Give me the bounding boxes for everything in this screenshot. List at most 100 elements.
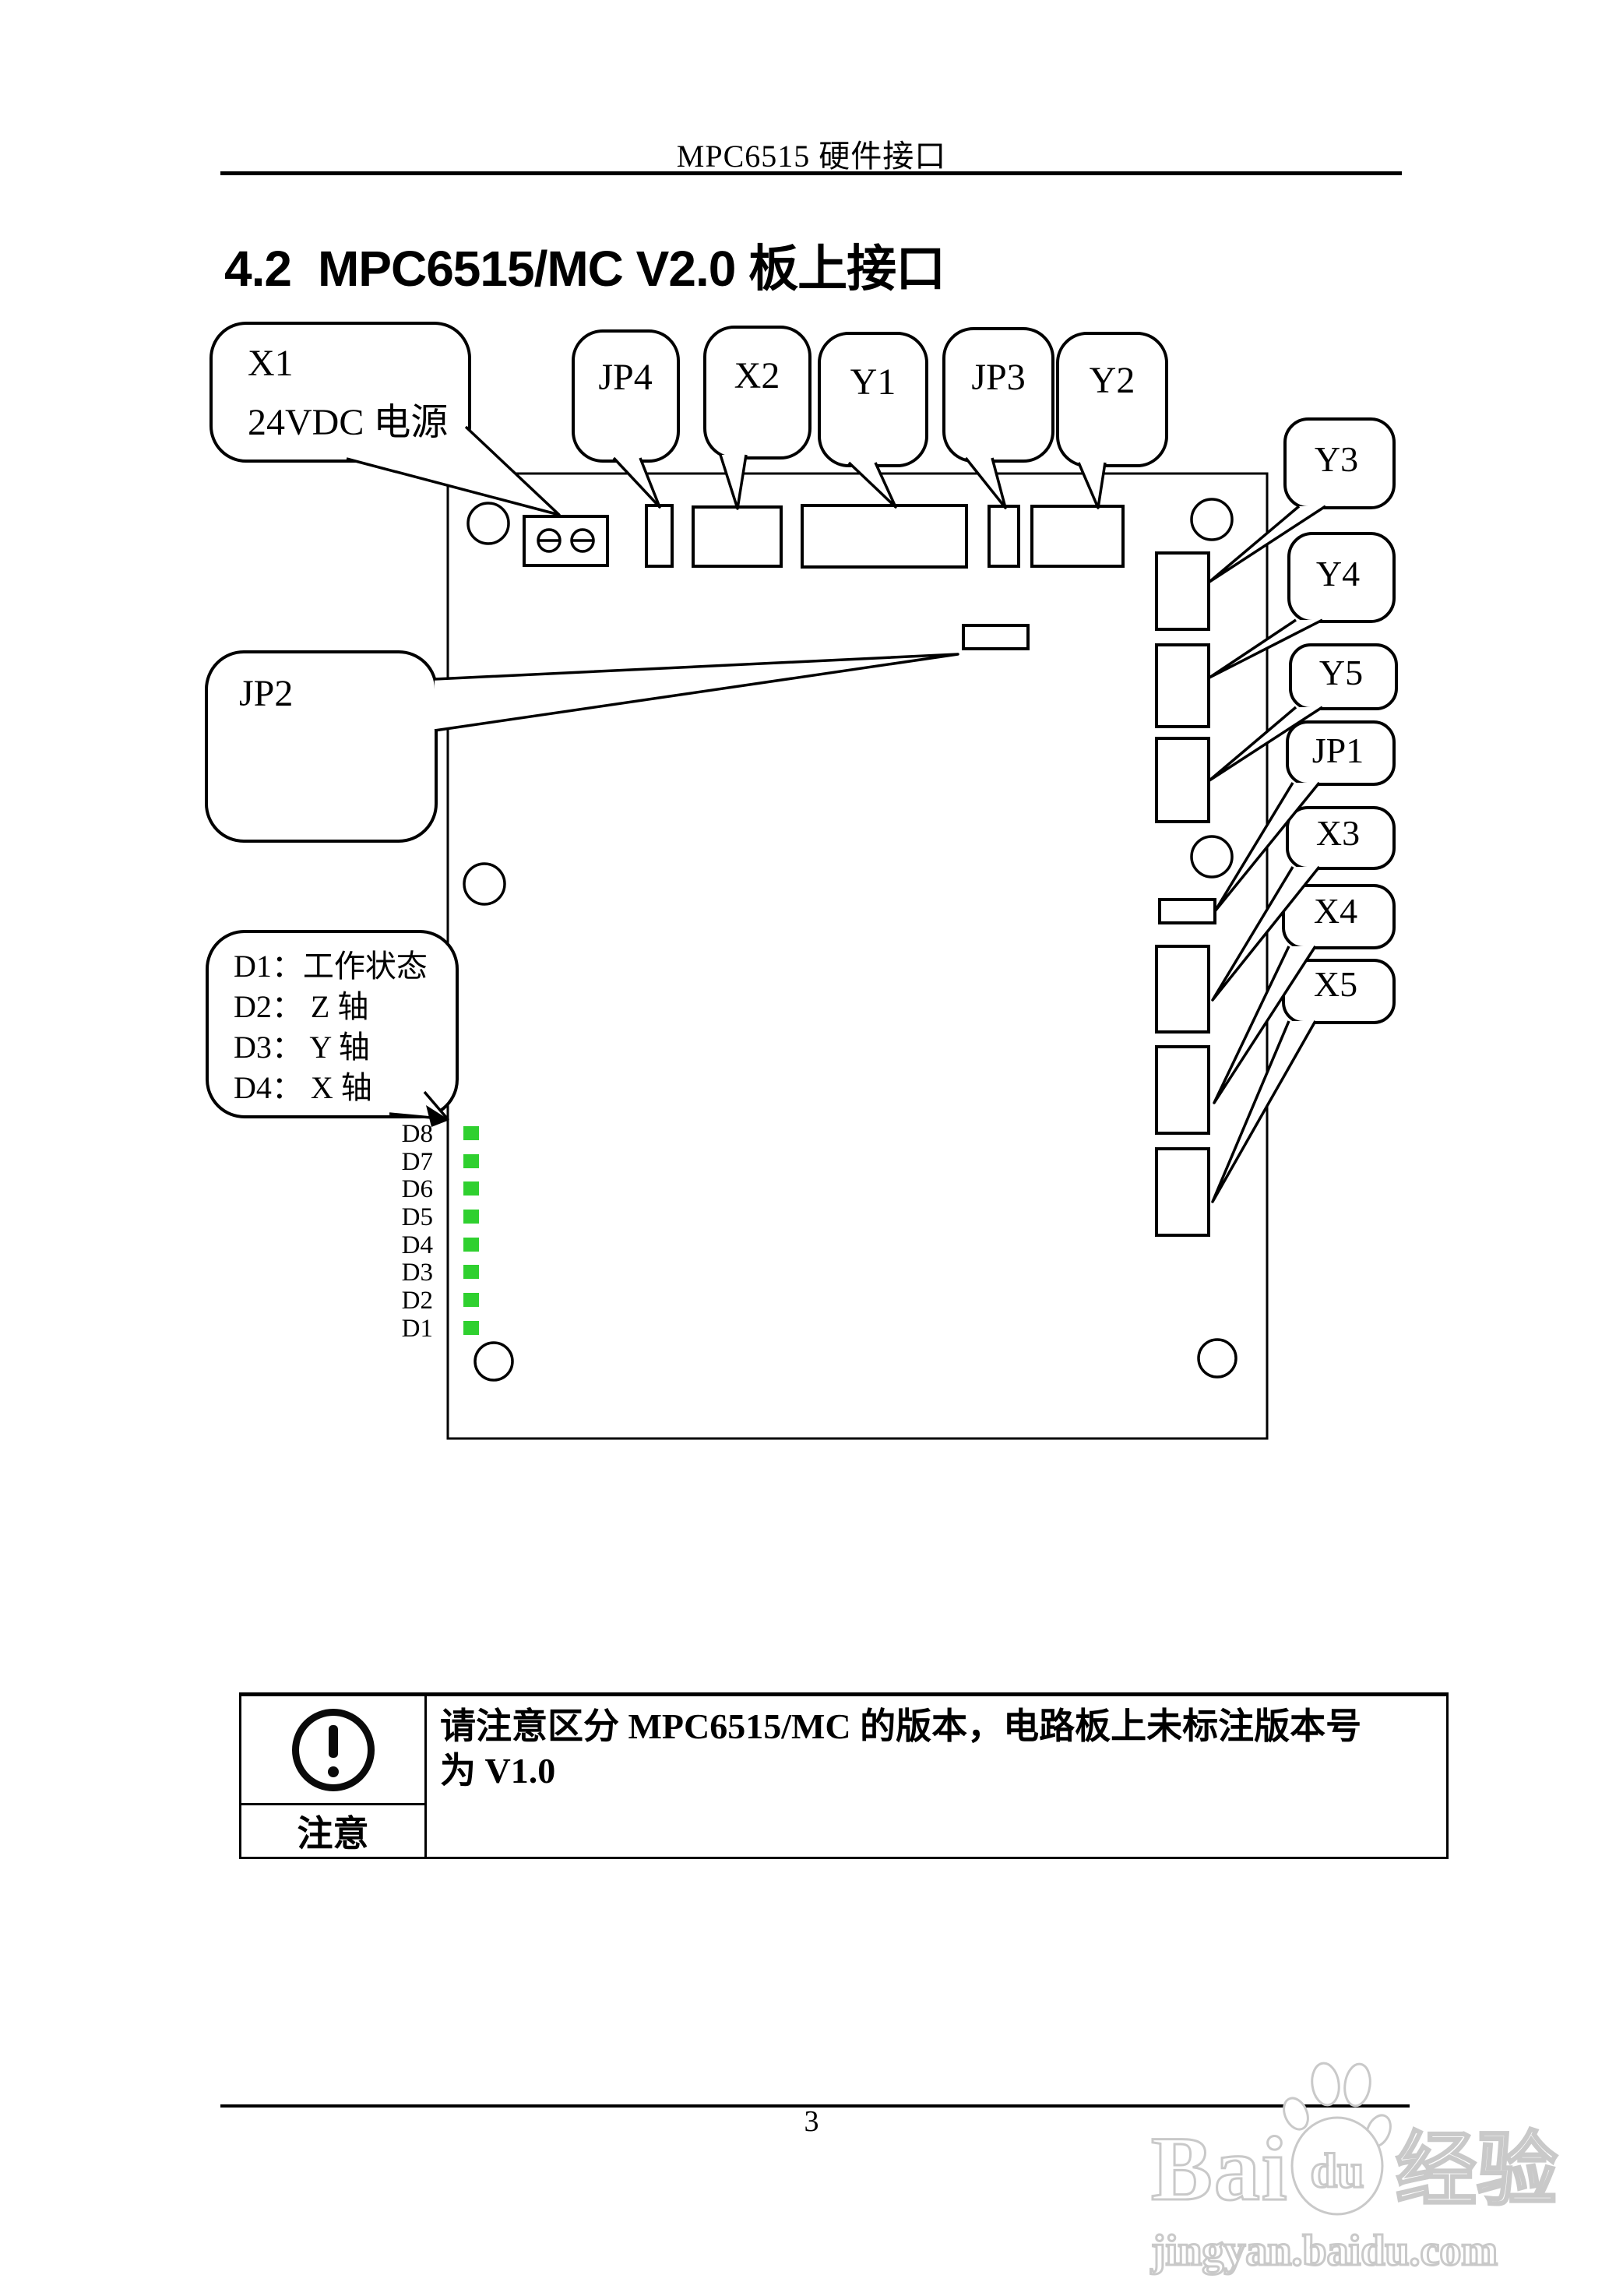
- led-d6: [463, 1181, 479, 1196]
- callout-y5-tail: [1208, 706, 1323, 782]
- section-number: 4.2: [224, 241, 292, 297]
- connector-y2: [1030, 505, 1125, 568]
- note-text-line1: 请注意区分 MPC6515/MC 的版本，电路板上未标注版本号: [440, 1706, 1362, 1746]
- mounting-hole-mid-left: [463, 862, 506, 906]
- callout-x4-bubble: [1282, 884, 1396, 949]
- callout-y1-tail: [847, 461, 897, 509]
- led-column: D8 D7 D6 D5 D4 D3 D2 D1: [402, 1120, 479, 1343]
- callout-y4-bubble: [1287, 532, 1396, 623]
- mounting-hole-top-right: [1190, 498, 1234, 541]
- connector-jp3: [988, 505, 1020, 568]
- callout-y2-tail: [1077, 462, 1107, 509]
- section-heading: 4.2 MPC6515/MC V2.0 板上接口: [224, 229, 945, 301]
- connector-x5: [1155, 1147, 1210, 1237]
- callout-x1-tail: [346, 425, 561, 516]
- connector-y4: [1155, 643, 1210, 728]
- led-d4: [463, 1238, 479, 1252]
- connector-y5: [1155, 737, 1210, 823]
- section-title: MPC6515/MC V2.0 板上接口: [317, 241, 945, 297]
- callout-y1-label: Y1: [850, 361, 896, 403]
- led-legend-line: D3： Y 轴: [234, 1030, 370, 1065]
- callout-x2-tail: [719, 454, 748, 510]
- led-d8: [463, 1126, 479, 1140]
- led-label: D6: [402, 1175, 433, 1203]
- led-d2: [463, 1293, 479, 1307]
- mounting-holes: [463, 498, 1237, 1382]
- connector-x4: [1155, 1045, 1210, 1135]
- exclamation-dot: [327, 1766, 339, 1777]
- arrowhead-icon: [426, 1105, 449, 1127]
- led-label: D7: [402, 1148, 433, 1176]
- connector-y1: [801, 504, 968, 569]
- callout-jp2-label: JP2: [239, 673, 293, 714]
- callout-y2-label: Y2: [1090, 360, 1135, 401]
- callout-x5-tail: [1211, 1020, 1317, 1203]
- callout-x4-label: X4: [1314, 891, 1357, 931]
- mounting-hole-bottom-right: [1197, 1338, 1237, 1379]
- watermark-brand-text: Bai: [1151, 2118, 1289, 2220]
- led-label: D2: [402, 1287, 433, 1315]
- led-legend-line: D2： Z 轴: [234, 989, 368, 1024]
- connector-jp4: [645, 504, 674, 568]
- callout-jp4-tail: [612, 456, 661, 509]
- led-d3: [463, 1265, 479, 1279]
- led-label: D5: [402, 1203, 433, 1231]
- callout-jp4-label: JP4: [598, 357, 652, 398]
- connector-jp1: [1158, 898, 1216, 924]
- x1-screw-terminals: [537, 528, 595, 553]
- callout-led-legend-bubble: [206, 930, 459, 1118]
- watermark: Bai du 经验 jingyan.baidu.com: [1149, 2062, 1559, 2277]
- callout-y3-tail: [1208, 505, 1326, 583]
- callout-jp3-bubble: [942, 327, 1054, 463]
- note-text: 请注意区分 MPC6515/MC 的版本，电路板上未标注版本号 为 V1.0: [427, 1696, 1446, 1857]
- callout-jp2-bubble: [205, 650, 438, 843]
- callout-x3-label: X3: [1316, 813, 1360, 853]
- callout-jp1-label: JP1: [1312, 731, 1364, 770]
- callout-x1-label: X1: [248, 343, 294, 384]
- board-outline: [446, 472, 1269, 1440]
- callout-x3-tail: [1211, 865, 1321, 1002]
- led-label: D3: [402, 1259, 433, 1287]
- led-label: D1: [402, 1315, 433, 1343]
- callout-jp1-bubble: [1286, 720, 1396, 786]
- page-number: 3: [804, 2105, 819, 2138]
- connector-x2: [692, 505, 783, 568]
- callout-x1-sublabel: 24VDC 电源: [248, 402, 448, 443]
- connector-x3: [1155, 945, 1210, 1034]
- note-box-left-column: 注意: [241, 1696, 427, 1857]
- led-d1: [463, 1321, 479, 1335]
- connector-x1: [523, 515, 609, 567]
- callout-x2-label: X2: [734, 355, 780, 396]
- exclamation-bar: [328, 1724, 338, 1758]
- callout-x2-bubble: [703, 326, 812, 460]
- watermark-url: jingyan.baidu.com: [1150, 2227, 1498, 2275]
- callout-jp3-tail: [964, 456, 1007, 509]
- connector-y3: [1155, 551, 1210, 631]
- callout-y4-label: Y4: [1316, 554, 1360, 593]
- mounting-hole-mid-right: [1190, 835, 1234, 879]
- callout-y5-label: Y5: [1319, 653, 1363, 692]
- led-label: D8: [402, 1120, 433, 1148]
- mounting-hole-top-left: [466, 502, 510, 545]
- callout-x3-bubble: [1286, 806, 1396, 870]
- note-box: 注意 请注意区分 MPC6515/MC 的版本，电路板上未标注版本号 为 V1.…: [239, 1692, 1449, 1859]
- callout-jp3-label: JP3: [971, 357, 1025, 398]
- callout-x5-label: X5: [1314, 964, 1357, 1004]
- callout-jp2-tail: [434, 653, 959, 732]
- led-label: D4: [402, 1231, 433, 1259]
- note-badge: 注意: [297, 1814, 369, 1854]
- watermark-brand-cn: 经验: [1396, 2126, 1558, 2216]
- mounting-hole-bottom-left: [474, 1341, 514, 1382]
- baidu-paw-icon: [1283, 2062, 1392, 2216]
- led-legend-line: D1：工作状态: [234, 949, 428, 984]
- watermark-pad-text: du: [1311, 2145, 1364, 2198]
- header-title: MPC6515 硬件接口: [676, 139, 947, 174]
- callout-y2-bubble: [1056, 332, 1168, 467]
- note-icon-cell: [241, 1696, 424, 1805]
- callout-x1-bubble: [209, 322, 471, 463]
- led-d7: [463, 1154, 479, 1168]
- led-legend-line: D4： X 轴: [234, 1070, 372, 1105]
- footer-rule: [220, 2104, 1410, 2108]
- callout-y3-bubble: [1283, 417, 1396, 509]
